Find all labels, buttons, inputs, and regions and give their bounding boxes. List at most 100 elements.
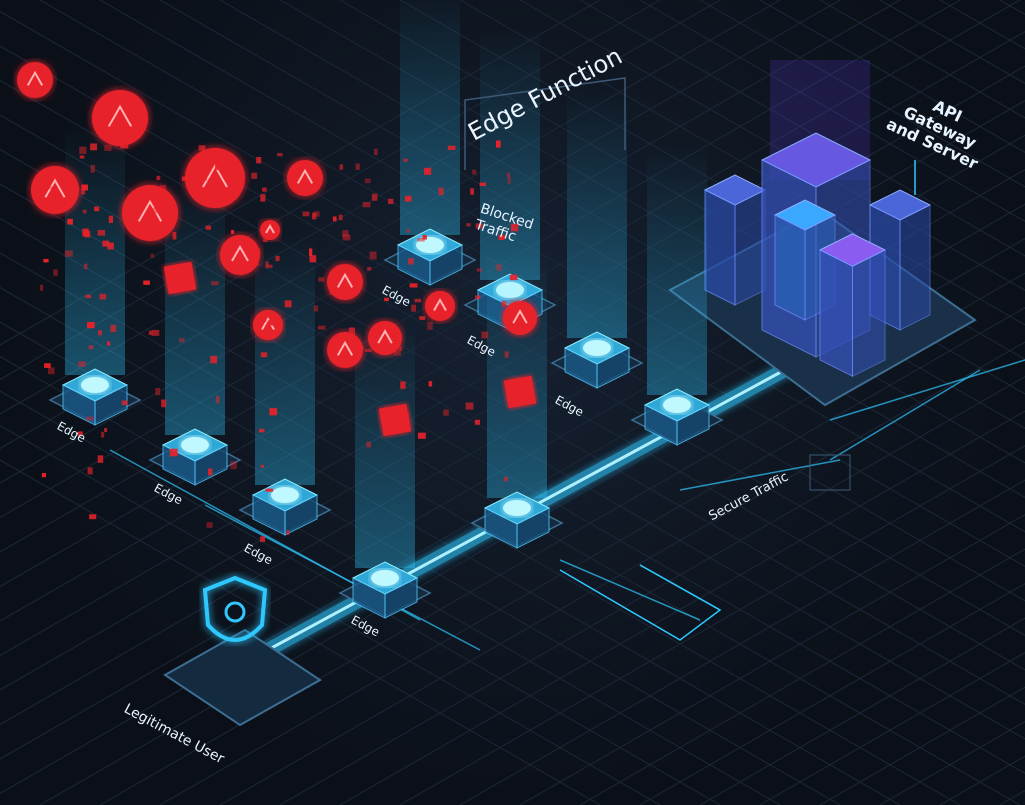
threat-particle	[52, 192, 61, 198]
threat-particle	[102, 240, 110, 247]
threat-particle	[260, 352, 268, 358]
threat-particle	[250, 260, 259, 266]
threat-icon	[92, 90, 148, 146]
threat-icon	[185, 148, 245, 208]
light-pillar	[487, 248, 547, 498]
threat-particle	[503, 476, 508, 482]
threat-particle	[332, 216, 337, 222]
threat-glyph	[261, 316, 275, 330]
threat-particle	[470, 188, 474, 195]
grid-line	[399, 0, 1025, 360]
threat-particle	[97, 229, 106, 236]
threat-particle	[261, 316, 267, 322]
threat-particle	[90, 143, 98, 151]
threat-particle	[339, 164, 344, 170]
threat-particle	[472, 169, 477, 175]
flow-line	[829, 359, 1025, 421]
threat-particle	[198, 145, 206, 151]
threat-particle	[318, 277, 325, 282]
threat-particle	[507, 177, 511, 185]
threat-particle	[148, 330, 153, 336]
threat-particle	[438, 187, 444, 196]
threat-particle	[77, 431, 83, 436]
threat-particle	[403, 158, 408, 162]
threat-particle	[82, 209, 87, 214]
threat-particle	[97, 455, 104, 463]
threat-glyph	[377, 329, 393, 344]
threat-particle	[465, 402, 474, 410]
threat-particle	[406, 228, 411, 233]
threat-particle	[286, 529, 290, 536]
flow-line	[679, 459, 841, 491]
threat-particle	[256, 157, 262, 164]
threat-glyph	[336, 340, 354, 356]
edge-node-side	[676, 404, 710, 446]
threat-particle	[408, 258, 414, 265]
blocked-packet-icon	[163, 261, 197, 295]
server-tower-side	[734, 189, 766, 306]
light-pillar	[65, 125, 125, 375]
threat-particle	[83, 263, 88, 270]
edge-node-core	[181, 437, 209, 453]
threat-particle	[206, 522, 213, 528]
threat-particle	[81, 184, 88, 191]
threat-particle	[48, 186, 57, 190]
light-pillar	[480, 30, 540, 280]
threat-particle	[369, 251, 377, 260]
threat-particle	[151, 329, 160, 336]
edge-node-side	[516, 507, 550, 549]
threat-particle	[398, 346, 402, 352]
light-pillar	[567, 88, 627, 338]
threat-particle	[159, 184, 167, 191]
grid-line	[219, 341, 1025, 805]
threat-particle	[67, 218, 73, 225]
light-pillar	[647, 145, 707, 395]
threat-icon	[31, 166, 79, 214]
threat-glyph	[512, 309, 528, 324]
edge-node-core	[663, 397, 691, 413]
threat-particle	[78, 361, 86, 367]
user-pedestal	[163, 628, 322, 727]
grid-line	[759, 0, 1025, 153]
threat-particle	[265, 488, 274, 492]
threat-particle	[256, 247, 261, 255]
threat-particle	[208, 468, 213, 476]
threat-particle	[414, 298, 422, 303]
threat-particle	[348, 327, 355, 335]
threat-particle	[251, 172, 258, 179]
grid-line	[759, 652, 1025, 805]
threat-particle	[143, 280, 150, 285]
threat-particle	[364, 178, 371, 184]
threat-icon	[368, 321, 402, 355]
threat-particle	[400, 381, 406, 389]
threat-particle	[338, 214, 343, 221]
threat-particle	[79, 155, 85, 159]
threat-icon	[260, 220, 280, 240]
threat-particle	[110, 324, 117, 333]
threat-particle	[475, 223, 483, 229]
threat-icon	[17, 62, 53, 98]
threat-particle	[506, 172, 511, 178]
threat-particle	[43, 258, 49, 263]
threat-particle	[172, 231, 177, 240]
grid-line	[0, 0, 601, 346]
flow-line	[559, 559, 701, 621]
threat-particle	[260, 194, 266, 202]
threat-particle	[152, 207, 157, 214]
threat-glyph	[433, 297, 447, 311]
threat-particle	[94, 206, 100, 212]
threat-particle	[500, 235, 506, 240]
grid-line	[459, 0, 1025, 326]
threat-particle	[384, 297, 389, 302]
server-tower-side	[774, 214, 806, 321]
threat-particle	[214, 164, 219, 171]
threat-particle	[269, 408, 278, 416]
edge-node-core	[81, 377, 109, 393]
edge-node-core	[371, 570, 399, 586]
threat-particle	[366, 441, 372, 448]
threat-particle	[342, 234, 351, 241]
threat-particle	[155, 387, 161, 396]
edge-node-core	[583, 340, 611, 356]
threat-particle	[215, 395, 220, 404]
